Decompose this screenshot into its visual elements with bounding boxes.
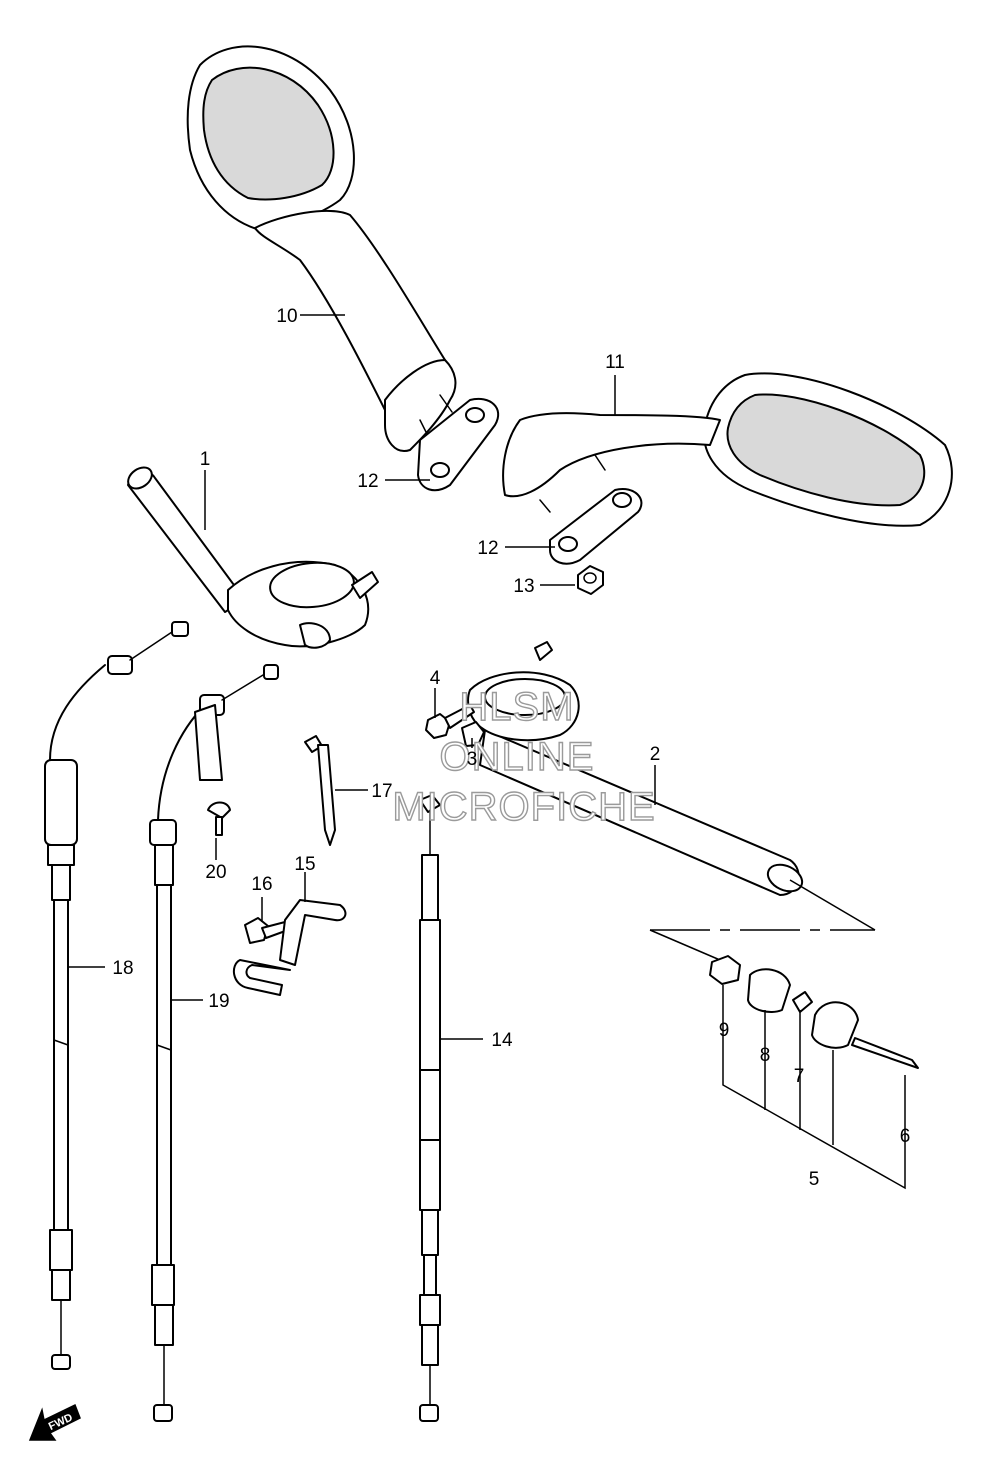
left-mirror	[186, 45, 457, 452]
callout-9: 9	[719, 1020, 730, 1041]
callout-12-upper: 12	[357, 471, 378, 492]
callout-20: 20	[205, 862, 226, 883]
bar-end-weight-assembly	[709, 955, 919, 1069]
callout-4: 4	[430, 668, 441, 689]
watermark-line-2: ONLINE	[440, 735, 595, 779]
fwd-label: FWD	[47, 1412, 75, 1433]
pin	[304, 735, 336, 846]
callout-7: 7	[794, 1066, 805, 1087]
watermark-line-3: MICROFICHE	[392, 785, 655, 829]
left-handlebar	[127, 466, 379, 649]
callout-15: 15	[294, 854, 315, 875]
callout-1: 1	[200, 449, 211, 470]
forward-arrow: FWD	[28, 1403, 81, 1441]
assembly-bracket	[722, 985, 906, 1190]
callout-14: 14	[491, 1030, 513, 1051]
callout-2: 2	[650, 744, 661, 765]
callout-12-lower: 12	[477, 538, 498, 559]
right-mirror	[502, 372, 953, 527]
callout-13: 13	[513, 576, 534, 597]
mounting-plate-lower	[549, 488, 643, 565]
callout-8: 8	[760, 1045, 771, 1066]
cable-clamp	[232, 899, 347, 996]
explode-lines	[649, 879, 876, 961]
watermark: HLSM ONLINE MICROFICHE	[392, 684, 656, 829]
small-bolt	[461, 721, 485, 747]
callout-18: 18	[112, 958, 133, 979]
clamp-bolt	[244, 917, 289, 944]
throttle-cable-pull	[44, 621, 189, 1370]
callout-19: 19	[208, 991, 229, 1012]
nut	[577, 565, 604, 595]
callout-10: 10	[276, 306, 297, 327]
screw	[207, 801, 231, 836]
callout-16: 16	[251, 874, 272, 895]
callout-6: 6	[900, 1126, 911, 1147]
callout-17: 17	[371, 781, 392, 802]
mounting-plate-upper	[417, 397, 500, 492]
throttle-cable-return	[149, 664, 279, 1422]
callout-5: 5	[809, 1169, 820, 1190]
callout-labels: 1 2 3 4 5 6 7 8 9 10 11 12 12 13 14 15 1…	[112, 306, 910, 1190]
clutch-cable	[419, 794, 441, 1422]
leader-lines	[68, 314, 656, 1040]
callout-11: 11	[605, 352, 625, 373]
watermark-line-1: HLSM	[459, 685, 574, 729]
callout-3: 3	[467, 749, 478, 770]
bolt	[425, 704, 475, 739]
right-handlebar	[467, 641, 804, 896]
